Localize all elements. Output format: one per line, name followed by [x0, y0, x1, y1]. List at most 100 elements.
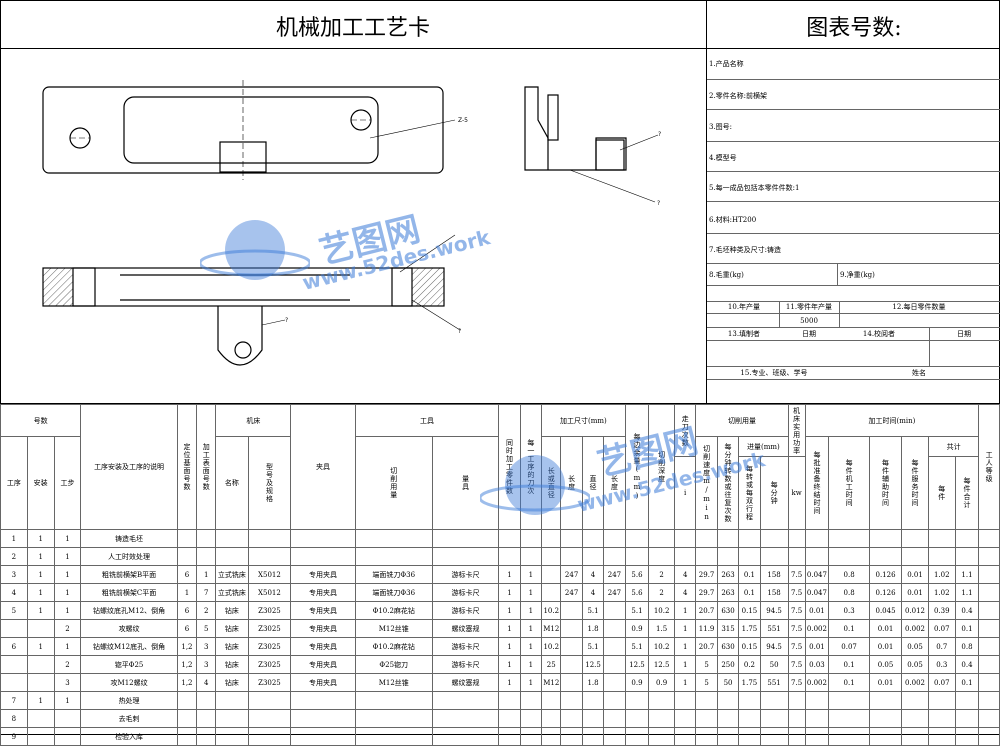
cell-desc: 攻螺纹 — [80, 619, 178, 638]
cell-loc — [176, 547, 198, 566]
cell-c: 1 — [673, 673, 697, 692]
cell-gauge: 游标卡尺 — [431, 565, 500, 584]
cell-d2: 247 — [560, 583, 583, 602]
cell-grade — [978, 565, 1000, 584]
cell-d4 — [603, 691, 626, 710]
header-per-piece: 每件 — [927, 456, 956, 530]
cell-op: 2 — [0, 547, 28, 566]
header-aux-time: 每件辅助时间 — [868, 436, 903, 530]
cell-op: 4 — [0, 583, 28, 602]
header-fixture: 夹具 — [290, 404, 356, 530]
cell-op: 1 — [0, 529, 28, 548]
header-cut-depth: 切削深度 — [648, 404, 675, 530]
cell-t6: 0.1 — [954, 673, 980, 692]
cell-d1: M12 — [541, 673, 562, 692]
cell-r: 263 — [716, 565, 740, 584]
cell-loc — [176, 709, 198, 728]
cell-n2 — [519, 547, 543, 566]
header-machine: 机床 — [215, 404, 292, 437]
section-hatch-left — [42, 267, 74, 307]
cell-d4 — [603, 547, 626, 566]
cell-n1: 1 — [498, 583, 521, 602]
cell-c — [673, 727, 697, 746]
cell-b: 12.5 — [648, 655, 675, 674]
cell-grade — [978, 673, 1000, 692]
header-cutter: 切削用量 — [354, 436, 433, 530]
cell-d3: 5.1 — [581, 637, 605, 656]
cell-setup: 1 — [26, 583, 55, 602]
header-i: i — [673, 456, 697, 530]
side-view-outline — [524, 86, 627, 171]
cell-s — [695, 547, 718, 566]
cell-setup: 1 — [26, 601, 55, 620]
cell-t4: 0.012 — [901, 601, 929, 620]
cell-f1: 0.15 — [738, 601, 761, 620]
cell-op: 6 — [0, 637, 28, 656]
cell-p — [787, 727, 806, 746]
cell-loc — [176, 691, 198, 710]
cell-fix: 专用夹具 — [290, 583, 356, 602]
header-cutting: 切削用量 — [695, 404, 789, 437]
header-machine-name: 名称 — [215, 436, 249, 530]
cell-mname: 钻床 — [215, 673, 249, 692]
cell-t5 — [927, 709, 956, 728]
cell-c: 4 — [673, 565, 697, 584]
header-total: 共计 — [927, 436, 980, 457]
cell-t1 — [804, 529, 830, 548]
cell-mname: 钻床 — [215, 637, 249, 656]
cell-t2: 0.1 — [828, 655, 870, 674]
cell-desc: 粗铣前横架C平面 — [80, 583, 178, 602]
cell-t2 — [828, 727, 870, 746]
cell-r: 263 — [716, 583, 740, 602]
cell-s: 5 — [695, 655, 718, 674]
cell-c: 1 — [673, 637, 697, 656]
cell-r: 630 — [716, 637, 740, 656]
cell-step: 3 — [53, 673, 82, 692]
cell-t4 — [901, 727, 929, 746]
header-locating: 定位基面号数 — [176, 404, 198, 530]
cell-f1: 1.75 — [738, 673, 761, 692]
cell-d1 — [541, 691, 562, 710]
header-service-time: 每件服务时间 — [901, 436, 929, 530]
cell-f2: 94.5 — [759, 601, 789, 620]
cell-n1 — [498, 727, 521, 746]
cell-n2: 1 — [519, 619, 543, 638]
cell-n1: 1 — [498, 565, 521, 584]
cell-d3: 4 — [581, 565, 605, 584]
cell-s — [695, 709, 718, 728]
cell-f2: 158 — [759, 565, 789, 584]
cell-n2 — [519, 709, 543, 728]
cell-fix — [290, 727, 356, 746]
cell-step: 1 — [53, 601, 82, 620]
cell-mmodel — [247, 709, 292, 728]
callout-label: ? — [285, 317, 288, 324]
cell-cutter: 端面铣刀Φ36 — [354, 565, 433, 584]
filled-by: 13.填制者 — [727, 330, 761, 338]
cell-t1 — [804, 709, 830, 728]
cell-t4: 0.05 — [901, 637, 929, 656]
cell-r — [716, 691, 740, 710]
cell-d2 — [560, 673, 583, 692]
cell-surf: 4 — [196, 673, 217, 692]
date-1: 日期 — [802, 330, 816, 338]
header-setup: 安装 — [26, 436, 55, 530]
cell-a: 5.1 — [624, 601, 650, 620]
cell-step: 1 — [53, 583, 82, 602]
cell-f2 — [759, 547, 789, 566]
cell-gauge — [431, 727, 500, 746]
cell-s: 20.7 — [695, 637, 718, 656]
cell-desc: 攻M12螺纹 — [80, 673, 178, 692]
cell-p — [787, 547, 806, 566]
cell-mname — [215, 709, 249, 728]
cell-desc: 钻螺纹底孔M12、倒角 — [80, 601, 178, 620]
cell-n1 — [498, 547, 521, 566]
cell-desc: 人工时效处理 — [80, 547, 178, 566]
cell-t3: 0.01 — [868, 619, 903, 638]
cell-t5: 1.02 — [927, 583, 956, 602]
cell-f1 — [738, 529, 761, 548]
cell-grade — [978, 583, 1000, 602]
cell-p — [787, 709, 806, 728]
